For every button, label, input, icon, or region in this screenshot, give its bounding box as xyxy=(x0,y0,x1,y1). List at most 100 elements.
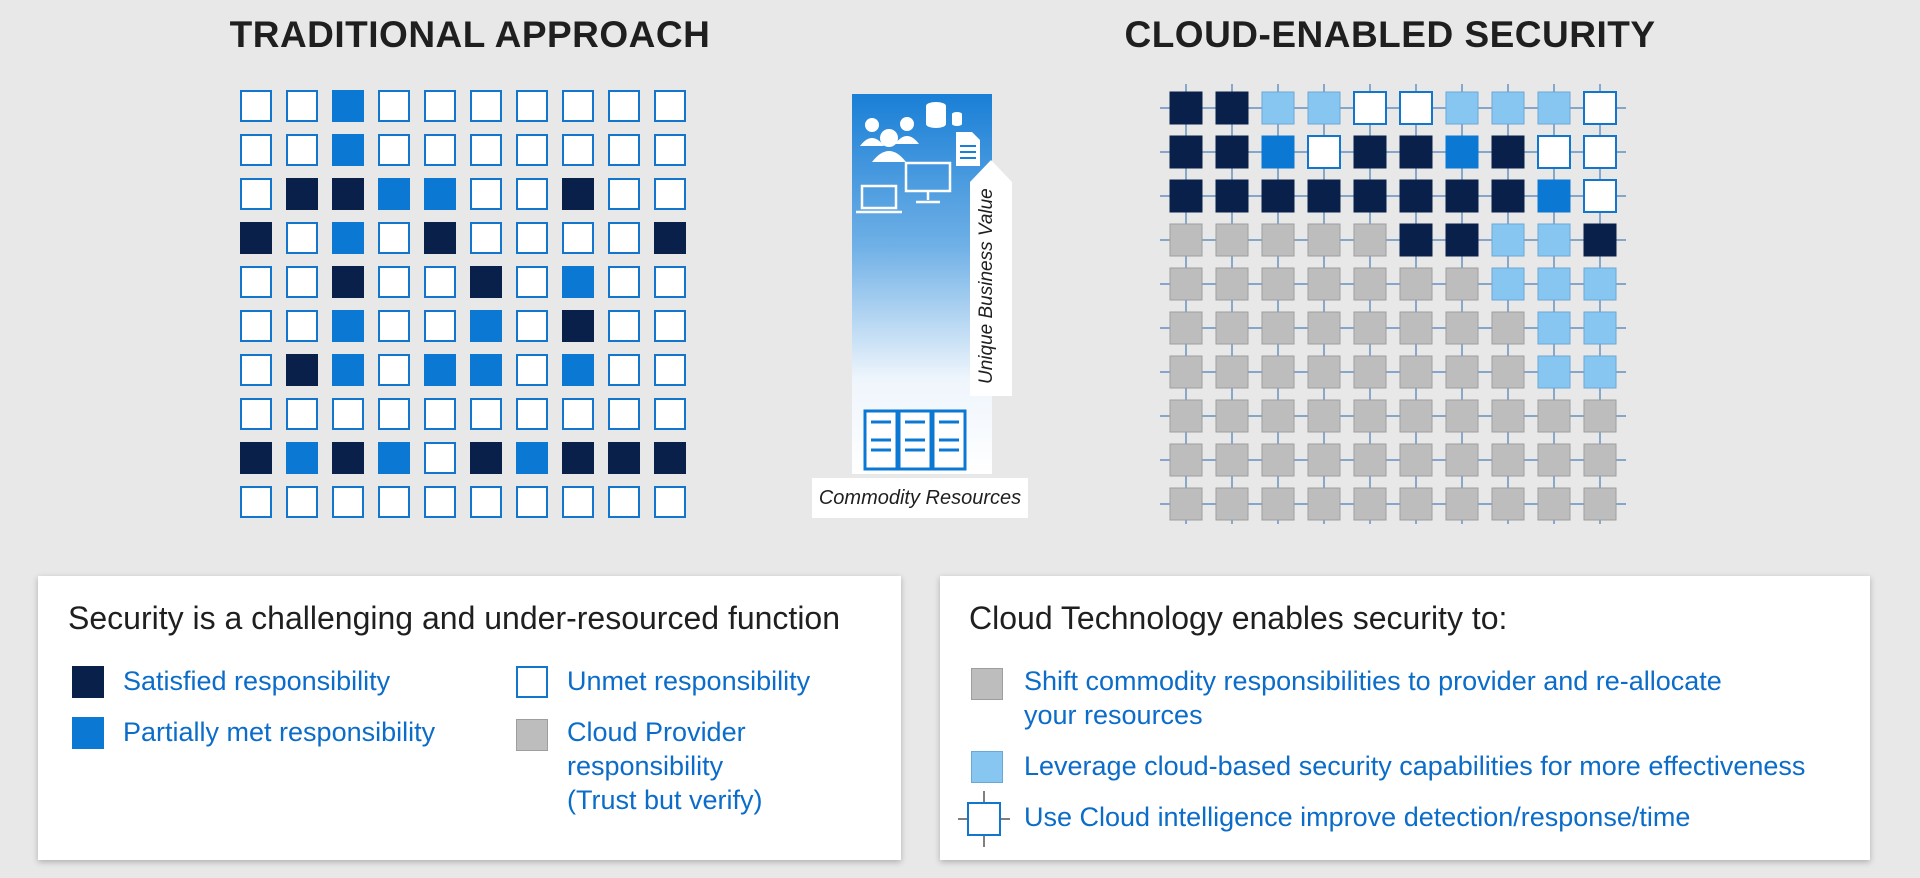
traditional-unmet-cell xyxy=(424,398,456,430)
cloud-intelligence-cell xyxy=(1307,135,1341,169)
cloud-satisfied-cell xyxy=(1491,135,1525,169)
cloud-intelligence-cell xyxy=(1353,91,1387,125)
cloud-cloud-provider-cell xyxy=(1261,223,1295,257)
cloud-satisfied-cell xyxy=(1215,179,1249,213)
cloud-satisfied-cell xyxy=(1307,179,1341,213)
cloud-cloud-provider-cell xyxy=(1445,267,1479,301)
traditional-approach-title: TRADITIONAL APPROACH xyxy=(229,14,711,55)
cloud-satisfied-cell xyxy=(1169,91,1203,125)
business-icons xyxy=(856,102,980,214)
cloud-cloud-provider-cell xyxy=(1169,443,1203,477)
traditional-partial-cell xyxy=(378,442,410,474)
cloud-provider-line-1: Cloud Provider xyxy=(567,717,746,747)
cloud-cloud-provider-cell xyxy=(1215,487,1249,521)
traditional-partial-cell xyxy=(332,354,364,386)
cloud-intelligence-cell xyxy=(1583,179,1617,213)
cloud-cloud-provider-cell xyxy=(1399,267,1433,301)
traditional-unmet-cell xyxy=(562,90,594,122)
traditional-unmet-cell xyxy=(562,134,594,166)
traditional-unmet-cell xyxy=(286,222,318,254)
cloud-cloud-provider-cell xyxy=(1215,267,1249,301)
cloud-leverage-cell xyxy=(1491,223,1525,257)
traditional-unmet-cell xyxy=(240,266,272,298)
traditional-satisfied-cell xyxy=(424,222,456,254)
traditional-unmet-cell xyxy=(424,266,456,298)
cloud-cloud-provider-cell xyxy=(1491,487,1525,521)
cloud-cloud-provider-cell xyxy=(1491,443,1525,477)
traditional-legend-panel: Security is a challenging and under-reso… xyxy=(38,576,901,860)
traditional-unmet-cell xyxy=(654,486,686,518)
cloud-cloud-provider-cell xyxy=(1307,443,1341,477)
cloud-cloud-provider-cell xyxy=(1261,399,1295,433)
cloud-cloud-provider-cell xyxy=(1353,487,1387,521)
traditional-satisfied-cell xyxy=(654,222,686,254)
cloud-leverage-cell xyxy=(1537,267,1571,301)
right-panel-heading: Cloud Technology enables security to: xyxy=(969,600,1508,636)
traditional-unmet-cell xyxy=(516,222,548,254)
traditional-partial-cell xyxy=(562,266,594,298)
cloud-satisfied-cell xyxy=(1399,223,1433,257)
cloud-intelligence-cell xyxy=(1583,135,1617,169)
cloud-cloud-provider-cell xyxy=(1261,487,1295,521)
traditional-unmet-cell xyxy=(516,90,548,122)
traditional-unmet-cell xyxy=(654,90,686,122)
cloud-leverage-cell xyxy=(1583,355,1617,389)
traditional-partial-cell xyxy=(516,442,548,474)
leverage-swatch xyxy=(971,751,1003,783)
cloud-cloud-provider-cell xyxy=(1583,399,1617,433)
traditional-satisfied-cell xyxy=(286,178,318,210)
traditional-unmet-cell xyxy=(424,310,456,342)
traditional-unmet-cell xyxy=(516,354,548,386)
cloud-provider-line-2: responsibility xyxy=(567,751,724,781)
traditional-unmet-cell xyxy=(654,354,686,386)
cloud-intelligence-icon xyxy=(958,791,1010,847)
cloud-cloud-provider-cell xyxy=(1491,399,1525,433)
traditional-partial-cell xyxy=(332,222,364,254)
traditional-unmet-cell xyxy=(240,354,272,386)
traditional-satisfied-cell xyxy=(332,266,364,298)
cloud-intelligence-cell xyxy=(1537,135,1571,169)
cloud-cloud-provider-cell xyxy=(1169,223,1203,257)
cloud-partial-cell xyxy=(1445,135,1479,169)
traditional-unmet-cell xyxy=(378,354,410,386)
cloud-cloud-provider-cell xyxy=(1399,399,1433,433)
traditional-unmet-cell xyxy=(608,90,640,122)
cloud-cloud-provider-cell xyxy=(1399,443,1433,477)
traditional-satisfied-cell xyxy=(240,442,272,474)
cloud-cloud-provider-cell xyxy=(1307,487,1341,521)
traditional-unmet-cell xyxy=(516,266,548,298)
cloud-leverage-cell xyxy=(1537,311,1571,345)
traditional-unmet-cell xyxy=(608,178,640,210)
cloud-provider-swatch xyxy=(516,719,548,751)
partial-label: Partially met responsibility xyxy=(123,717,436,747)
cloud-cloud-provider-cell xyxy=(1215,443,1249,477)
cloud-cloud-provider-cell xyxy=(1353,223,1387,257)
cloud-provider-line-3: (Trust but verify) xyxy=(567,785,763,815)
cloud-intelligence-cell xyxy=(1583,91,1617,125)
shift-commodity-line-1: Shift commodity responsibilities to prov… xyxy=(1024,666,1722,696)
traditional-partial-cell xyxy=(470,310,502,342)
traditional-unmet-cell xyxy=(654,398,686,430)
traditional-unmet-cell xyxy=(654,310,686,342)
cloud-cloud-provider-cell xyxy=(1307,311,1341,345)
unmet-swatch xyxy=(516,666,548,698)
traditional-unmet-cell xyxy=(608,486,640,518)
traditional-unmet-cell xyxy=(516,310,548,342)
traditional-satisfied-cell xyxy=(240,222,272,254)
cloud-intelligence-cell xyxy=(1399,91,1433,125)
traditional-satisfied-cell xyxy=(654,442,686,474)
traditional-unmet-cell xyxy=(378,266,410,298)
cloud-cloud-provider-cell xyxy=(1307,267,1341,301)
traditional-unmet-cell xyxy=(470,90,502,122)
value-arrow xyxy=(970,160,1012,396)
traditional-unmet-cell xyxy=(286,486,318,518)
traditional-partial-cell xyxy=(332,134,364,166)
traditional-unmet-cell xyxy=(608,398,640,430)
traditional-unmet-cell xyxy=(424,442,456,474)
laptop-icon xyxy=(856,184,902,214)
traditional-unmet-cell xyxy=(562,486,594,518)
cloud-cloud-provider-cell xyxy=(1353,267,1387,301)
cloud-satisfied-cell xyxy=(1491,179,1525,213)
traditional-unmet-cell xyxy=(470,134,502,166)
shift-commodity-swatch xyxy=(971,668,1003,700)
